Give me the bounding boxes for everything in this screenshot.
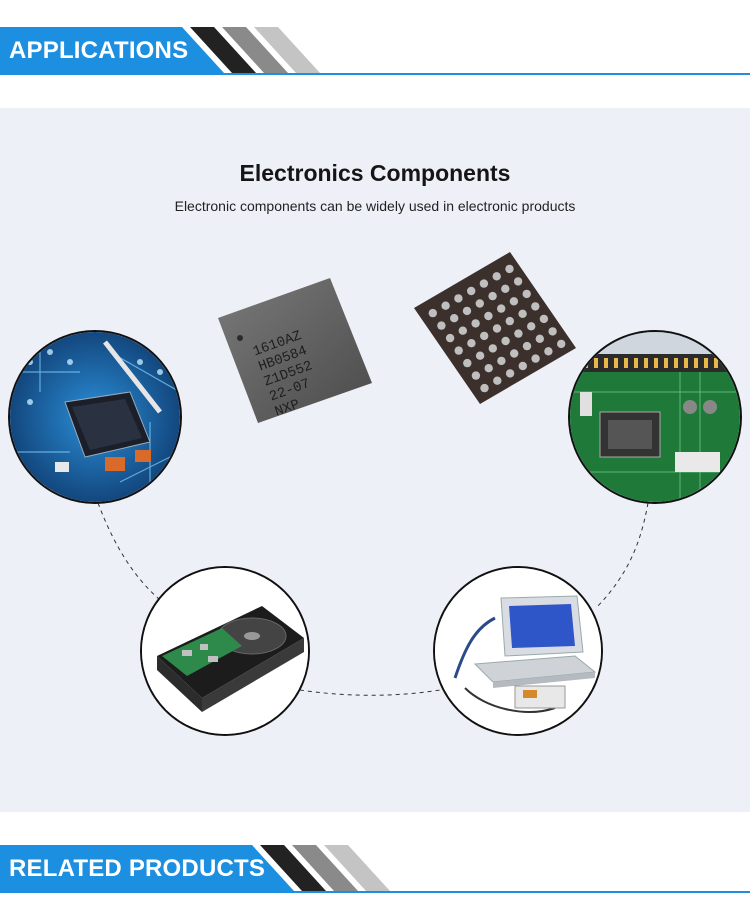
related-products-section-header: RELATED PRODUCTS xyxy=(0,845,750,893)
solder-ball xyxy=(428,308,437,318)
solder-ball xyxy=(535,334,544,343)
solder-ball xyxy=(505,316,514,326)
solder-ball xyxy=(458,326,467,335)
solder-ball xyxy=(522,289,531,299)
solder-ball xyxy=(484,311,493,321)
solder-ball xyxy=(492,324,502,333)
solder-ball xyxy=(505,369,515,378)
panel-title: Electronics Components xyxy=(239,160,511,186)
solder-ball xyxy=(509,297,519,306)
hard-drive-image xyxy=(140,566,310,736)
solder-ball xyxy=(471,319,480,328)
solder-ball xyxy=(531,354,540,363)
solder-ball xyxy=(539,314,549,324)
applications-section-header: APPLICATIONS xyxy=(0,27,750,75)
laptop-icon xyxy=(435,568,601,734)
solder-ball xyxy=(488,344,497,353)
solder-ball xyxy=(548,327,557,336)
applications-panel: Electronics Components Electronic compon… xyxy=(0,108,750,812)
solder-ball xyxy=(527,322,536,331)
header-divider xyxy=(0,73,750,75)
header-stripes-decoration xyxy=(0,845,390,891)
solder-ball xyxy=(522,341,532,351)
solder-ball xyxy=(488,291,497,301)
solder-ball xyxy=(471,371,481,380)
solder-ball xyxy=(497,356,506,366)
solder-ball xyxy=(467,339,476,348)
solder-ball xyxy=(480,383,489,393)
solder-ball xyxy=(492,272,501,281)
solder-ball xyxy=(557,339,566,349)
solder-ball xyxy=(445,333,455,343)
solder-ball xyxy=(437,321,446,330)
circuit-board-image xyxy=(8,330,182,504)
laptop-equipment-image xyxy=(433,566,603,736)
solder-ball xyxy=(501,336,510,346)
solder-ball xyxy=(454,346,463,355)
section-title: RELATED PRODUCTS xyxy=(9,855,266,882)
solder-ball xyxy=(475,299,484,308)
solder-ball xyxy=(454,294,463,303)
solder-ball xyxy=(513,277,523,286)
solder-ball xyxy=(497,304,506,313)
solder-ball xyxy=(493,376,502,385)
solder-ball xyxy=(514,329,523,338)
solder-ball xyxy=(480,331,489,341)
solder-ball xyxy=(467,286,476,296)
solder-ball xyxy=(531,302,540,311)
solder-ball xyxy=(479,279,489,288)
solder-ball xyxy=(441,301,450,310)
solder-ball xyxy=(518,309,527,318)
header-stripes-decoration xyxy=(0,27,320,73)
panel-subtitle: Electronic components can be widely used… xyxy=(174,198,576,214)
solder-ball xyxy=(484,364,493,373)
solder-ball xyxy=(450,314,459,323)
solder-ball xyxy=(510,349,519,358)
motherboard-image xyxy=(568,330,742,504)
solder-ball xyxy=(501,284,510,293)
header-divider xyxy=(0,891,750,893)
circuit-board-icon xyxy=(10,332,180,502)
solder-ball xyxy=(462,306,472,316)
section-title: APPLICATIONS xyxy=(9,37,189,64)
solder-ball xyxy=(463,358,472,368)
solder-ball xyxy=(518,361,527,371)
solder-ball xyxy=(475,351,485,360)
hard-drive-icon xyxy=(142,568,308,734)
solder-ball xyxy=(544,347,553,356)
bga-chip-image xyxy=(414,252,576,404)
motherboard-icon xyxy=(570,332,740,502)
qfn-chip-image: 1610AZ HB0584 Z1D552 22-07 NXP xyxy=(218,278,372,423)
solder-ball xyxy=(505,264,514,274)
